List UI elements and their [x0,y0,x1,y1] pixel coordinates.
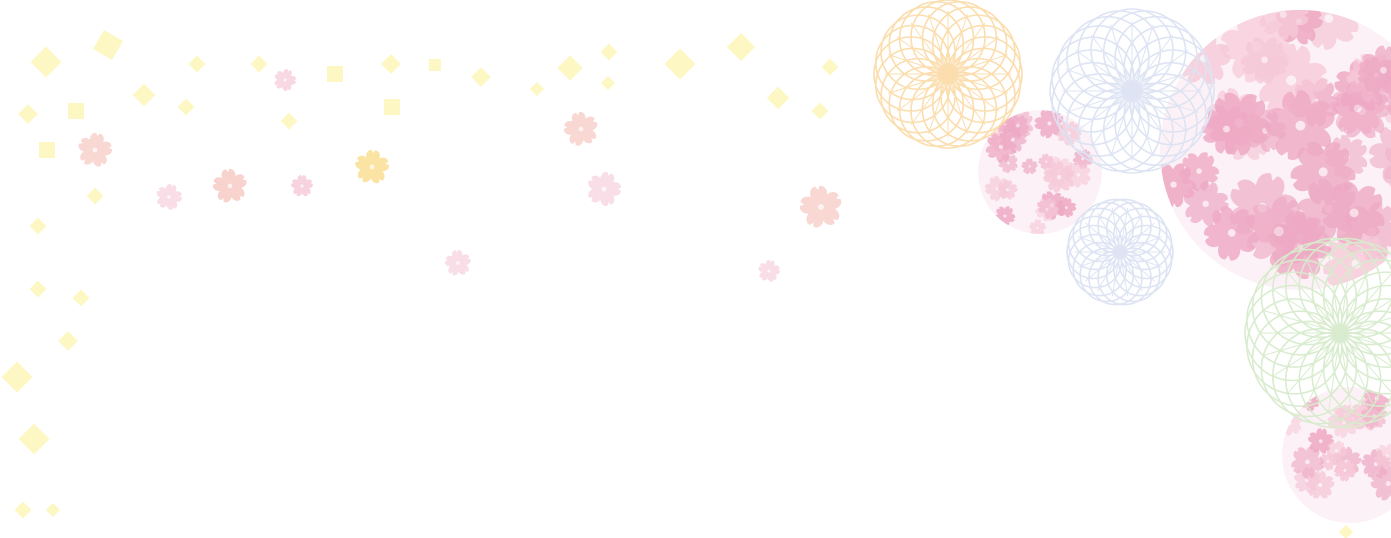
diamond-confetti-icon [30,46,62,78]
diamond-confetti-icon [766,86,790,110]
cherry-blossom-icon [1035,198,1059,222]
cherry-blossom-icon [1029,219,1047,234]
cherry-blossom-icon [1359,45,1391,94]
cherry-blossom-icon [799,185,842,228]
diamond-confetti-icon [600,43,618,61]
cherry-blossom-ball-icon [1282,387,1391,523]
diamond-confetti-icon [529,81,545,97]
diamond-confetti-icon [600,75,616,91]
diamond-confetti-icon [188,55,206,73]
cherry-blossom-icon [1305,470,1335,499]
cherry-blossom-icon [1006,114,1030,138]
cherry-blossom-icon [1246,196,1314,266]
sakura-balls [978,10,1391,523]
diamond-confetti-icon [177,98,195,116]
cherry-blossom-icon [588,172,621,206]
diamond-confetti-icon [1,361,33,393]
diamond-confetti-icon [327,66,343,82]
diamond-confetti-icon [132,83,156,107]
cherry-blossom-icon [758,259,781,282]
cherry-blossom-icon [1021,158,1038,175]
cherry-blossom-icon [1291,446,1324,479]
cherry-blossom-ball-icon [1160,10,1391,290]
diamond-confetti-icon [429,59,441,71]
cherry-blossom-icon [274,69,297,91]
cherry-blossom-icon [1369,123,1391,186]
cherry-blossom-icon [1056,197,1077,218]
diamond-confetti-icon [1338,524,1354,538]
chrysanthemum-medallion-icon [873,0,1023,149]
chrysanthemum-medallion-icon [1244,237,1391,429]
diamond-confetti-icon [86,187,104,205]
cherry-blossom-icon [1326,440,1347,461]
cherry-blossom-icon [997,179,1018,200]
cherry-blossom-icon [998,153,1018,174]
diamond-confetti-icon [250,55,268,73]
cherry-blossom-layer [78,69,842,282]
diamond-confetti-icon [384,99,400,115]
cherry-blossom-icon [1370,465,1391,501]
diamond-confetti-icon [14,501,32,519]
diamond-confetti-icon [821,58,839,76]
diamond-confetti-icon [811,102,829,120]
diamond-confetti-icon [68,103,84,119]
diamond-confetti-icon [29,217,47,235]
diamond-confetti-icon [726,32,756,62]
cherry-blossom-icon [1333,459,1356,482]
cherry-blossom-icon [445,249,471,276]
diamond-confetti-icon [45,502,61,518]
diamond-confetti-icon [557,55,583,81]
chrysanthemum-medallions [873,0,1391,429]
cherry-blossom-icon [1240,37,1289,84]
chrysanthemum-medallion-icon [1066,198,1174,306]
cherry-blossom-icon [291,175,313,197]
diamond-confetti-icon [471,67,491,87]
diamond-confetti-icon [664,48,696,80]
chrysanthemum-medallion-icon [1049,8,1215,174]
diamond-confetti-icon [280,112,298,130]
cherry-blossom-icon [355,149,389,184]
diamond-confetti-icon [92,29,124,61]
cherry-blossom-icon [1265,90,1335,160]
cherry-blossom-icon [1201,105,1251,154]
diamond-confetti-icon [58,331,78,351]
diamond-confetti-icon [18,423,50,455]
diamond-confetti-icon [381,54,401,74]
cherry-blossom-icon [1034,110,1064,139]
diamond-confetti-icon [39,142,55,158]
cherry-blossom-icon [78,132,113,167]
cherry-blossom-icon [1321,181,1385,245]
cherry-blossom-icon [1183,180,1229,227]
cherry-blossom-icon [1043,161,1075,193]
cherry-blossom-icon [156,184,183,210]
cherry-blossom-icon [212,168,247,203]
cherry-blossom-icon [1065,161,1091,188]
cherry-blossom-icon [563,112,598,146]
diamond-confetti-icon [29,280,47,298]
diamond-confetti-icon [18,104,38,124]
diamond-confetti-icon [72,289,90,307]
cherry-blossom-icon [1330,80,1385,134]
